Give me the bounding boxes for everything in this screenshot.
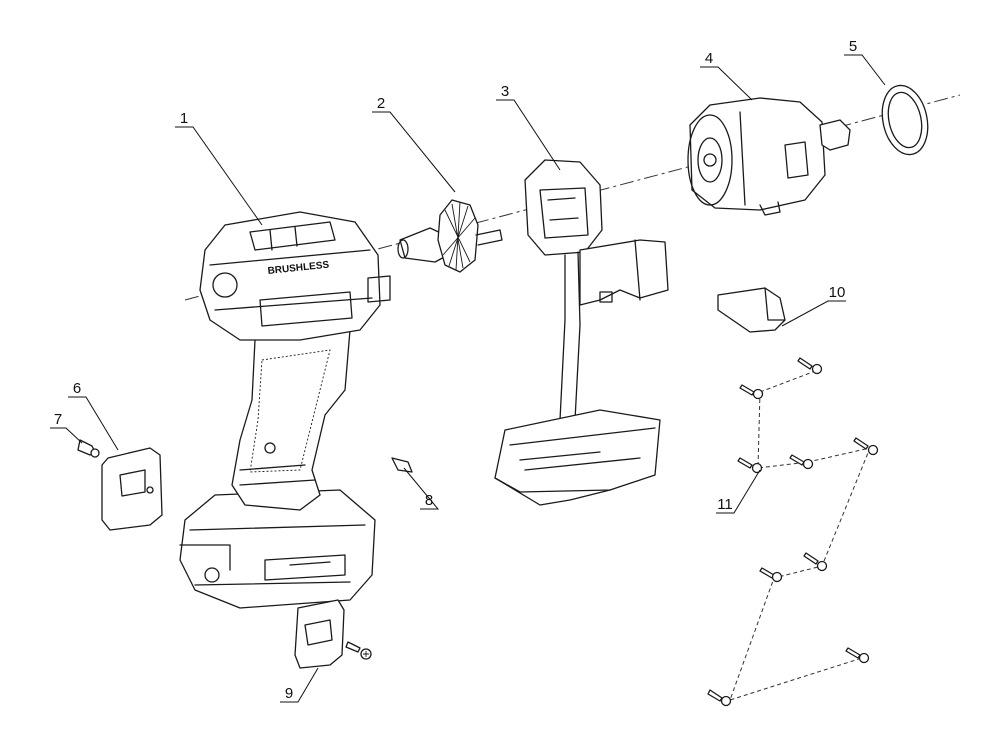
callout-8: 8 [425,492,433,509]
part-key [391,457,413,473]
callout-6: 6 [73,380,81,397]
callout-11: 11 [717,496,733,513]
part-belt-clip [101,447,163,531]
part-switch-frame [494,159,669,506]
part-clip-screw [77,439,100,458]
callout-numbers: 1 2 3 4 5 6 7 8 9 10 11 [54,38,857,702]
callout-4: 4 [705,50,713,67]
callout-10: 10 [829,284,846,301]
part-direction-switch [717,287,786,333]
callout-5: 5 [849,38,857,55]
part-housing: BRUSHLESS [179,211,391,609]
part-rotor [397,199,503,273]
callout-1: 1 [180,110,188,127]
part-gear-housing [687,97,851,216]
callout-3: 3 [501,83,509,100]
part-bit-holder [294,599,372,669]
callout-9: 9 [285,685,293,702]
part-screw-set [707,357,879,707]
part-ring [881,84,929,156]
callout-leaders [50,54,886,703]
callout-7: 7 [54,411,62,428]
callout-2: 2 [377,95,385,112]
